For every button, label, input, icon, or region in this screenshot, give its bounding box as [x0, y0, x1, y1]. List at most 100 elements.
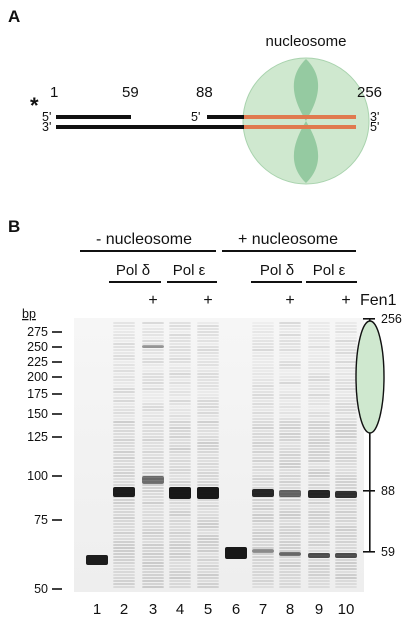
- smear-lane-5: [197, 517, 219, 519]
- position-1: 1: [50, 84, 58, 101]
- smear-lane-8: [279, 586, 301, 588]
- smear-lane-7: [252, 478, 274, 480]
- smear-lane-3: [142, 358, 164, 360]
- smear-lane-2: [113, 469, 135, 471]
- smear-lane-3: [142, 538, 164, 540]
- smear-lane-9: [308, 370, 330, 372]
- band-lane-3-14: [142, 345, 164, 348]
- smear-lane-9: [308, 328, 330, 330]
- band-lane-2-1: [113, 487, 135, 497]
- smear-lane-7: [252, 568, 274, 570]
- smear-lane-10: [335, 460, 357, 462]
- smear-lane-8: [279, 547, 301, 549]
- smear-lane-4: [169, 394, 191, 396]
- smear-lane-8: [279, 448, 301, 450]
- smear-lane-8: [279, 322, 301, 324]
- smear-lane-5: [197, 574, 219, 576]
- band-lane-7-10: [252, 549, 274, 553]
- smear-lane-7: [252, 400, 274, 402]
- smear-lane-5: [197, 325, 219, 327]
- smear-lane-2: [113, 343, 135, 345]
- strand-end-right-top: 3': [370, 110, 379, 124]
- smear-lane-10: [335, 364, 357, 366]
- smear-lane-10: [335, 535, 357, 537]
- strand-end-mid-top: 5': [191, 110, 200, 124]
- smear-lane-2: [113, 541, 135, 543]
- smear-lane-4: [169, 547, 191, 549]
- smear-lane-10: [335, 541, 357, 543]
- smear-lane-5: [197, 391, 219, 393]
- smear-lane-3: [142, 391, 164, 393]
- smear-lane-2: [113, 508, 135, 510]
- smear-lane-7: [252, 577, 274, 579]
- smear-lane-7: [252, 460, 274, 462]
- smear-lane-5: [197, 406, 219, 408]
- smear-lane-10: [335, 346, 357, 348]
- smear-lane-3: [142, 355, 164, 357]
- smear-lane-3: [142, 415, 164, 417]
- smear-lane-4: [169, 436, 191, 438]
- smear-lane-2: [113, 514, 135, 516]
- smear-lane-8: [279, 361, 301, 363]
- smear-lane-7: [252, 388, 274, 390]
- smear-lane-4: [169, 454, 191, 456]
- smear-lane-8: [279, 397, 301, 399]
- smear-lane-9: [308, 415, 330, 417]
- smear-lane-9: [308, 574, 330, 576]
- panel-b: B - nucleosome + nucleosome Pol δ Pol ε …: [8, 217, 402, 618]
- smear-lane-10: [335, 400, 357, 402]
- smear-lane-7: [252, 370, 274, 372]
- ladder-tick-275: [52, 331, 62, 333]
- smear-lane-3: [142, 430, 164, 432]
- smear-lane-3: [142, 322, 164, 324]
- smear-lane-9: [308, 343, 330, 345]
- smear-lane-10: [335, 442, 357, 444]
- smear-lane-9: [308, 445, 330, 447]
- ladder-label-100: 100: [27, 469, 48, 483]
- smear-lane-5: [197, 445, 219, 447]
- smear-lane-9: [308, 346, 330, 348]
- smear-lane-2: [113, 427, 135, 429]
- smear-lane-8: [279, 409, 301, 411]
- smear-lane-4: [169, 574, 191, 576]
- smear-lane-5: [197, 472, 219, 474]
- smear-lane-4: [169, 391, 191, 393]
- smear-lane-4: [169, 517, 191, 519]
- smear-lane-10: [335, 565, 357, 567]
- panel-b-label: B: [8, 217, 20, 236]
- histone-core-bottom: [293, 121, 319, 183]
- smear-lane-3: [142, 517, 164, 519]
- smear-lane-3: [142, 466, 164, 468]
- smear-lane-8: [279, 451, 301, 453]
- smear-lane-3: [142, 454, 164, 456]
- smear-lane-10: [335, 388, 357, 390]
- fen1-plus-lane8: +: [285, 292, 294, 309]
- smear-lane-8: [279, 541, 301, 543]
- smear-lane-3: [142, 331, 164, 333]
- smear-lane-7: [252, 343, 274, 345]
- smear-lane-4: [169, 475, 191, 477]
- smear-lane-8: [279, 508, 301, 510]
- scale-label-88: 88: [381, 484, 395, 498]
- smear-lane-3: [142, 550, 164, 552]
- smear-lane-4: [169, 514, 191, 516]
- smear-lane-10: [335, 583, 357, 585]
- smear-lane-7: [252, 511, 274, 513]
- smear-lane-5: [197, 427, 219, 429]
- smear-lane-10: [335, 367, 357, 369]
- scale-tick-88: [363, 490, 375, 492]
- smear-lane-3: [142, 514, 164, 516]
- smear-lane-3: [142, 574, 164, 576]
- smear-lane-10: [335, 529, 357, 531]
- smear-lane-9: [308, 472, 330, 474]
- smear-lane-8: [279, 469, 301, 471]
- smear-lane-9: [308, 367, 330, 369]
- smear-lane-5: [197, 400, 219, 402]
- smear-lane-10: [335, 439, 357, 441]
- smear-lane-3: [142, 448, 164, 450]
- smear-lane-2: [113, 331, 135, 333]
- smear-lane-9: [308, 334, 330, 336]
- smear-lane-5: [197, 328, 219, 330]
- smear-lane-10: [335, 445, 357, 447]
- smear-lane-3: [142, 559, 164, 561]
